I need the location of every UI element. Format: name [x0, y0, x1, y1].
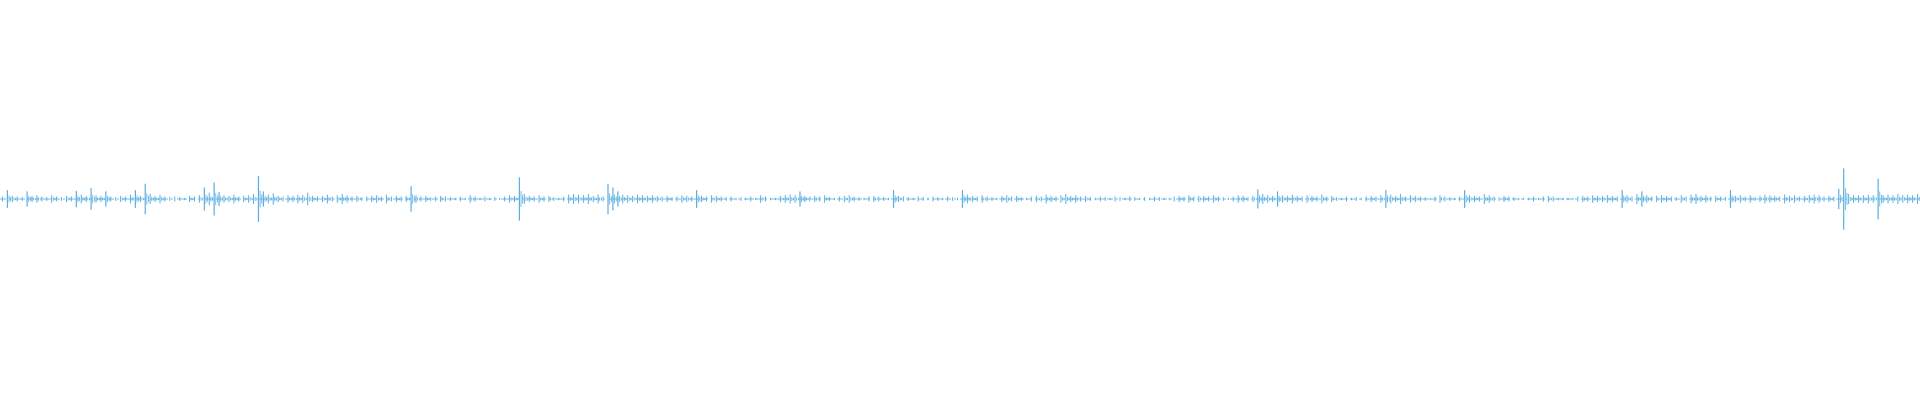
waveform-peaks-group	[1, 168, 1920, 230]
